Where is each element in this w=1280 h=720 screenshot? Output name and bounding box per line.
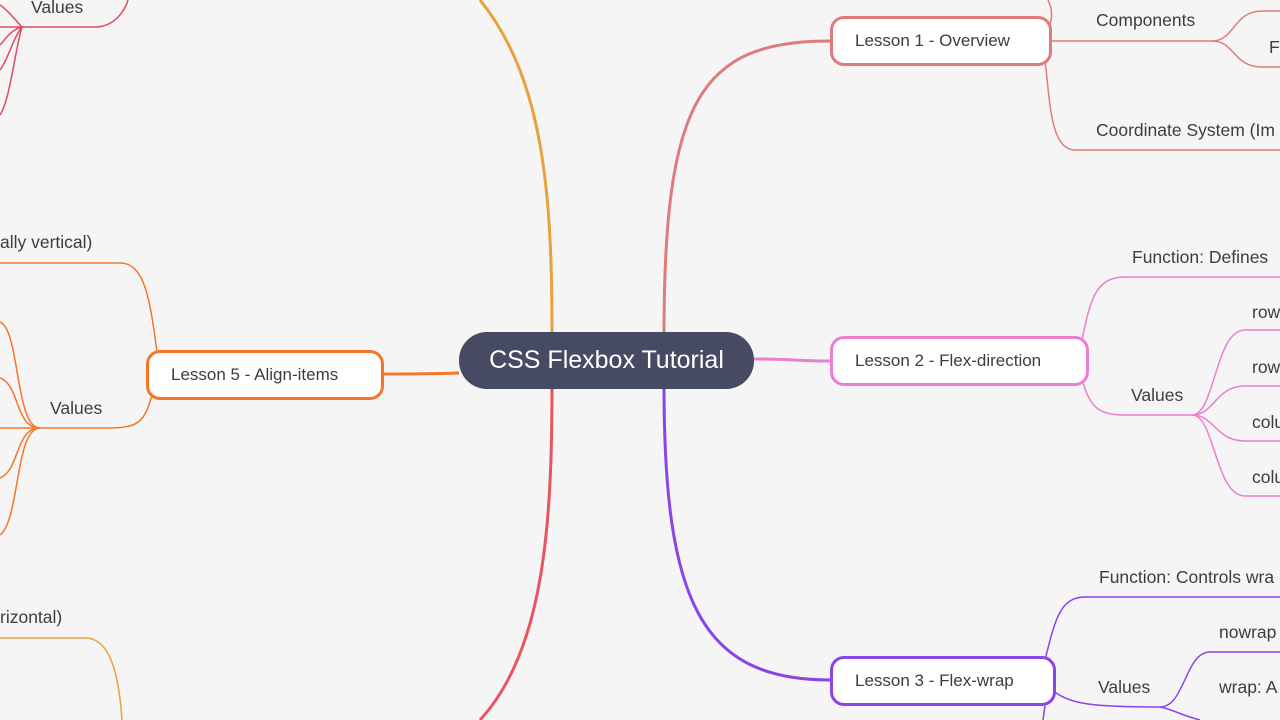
branch-line-lesson2 [753,357,831,363]
branch-line-lesson5 [382,371,460,376]
lesson3-value-1[interactable]: nowrap [1219,622,1277,642]
lesson3-value-2[interactable]: wrap: A [1219,677,1278,697]
lesson2-value-4[interactable]: colu [1252,467,1280,487]
lesson2-value-3[interactable]: colu [1252,412,1280,432]
bottom-left-axis[interactable]: rizontal) [0,607,63,627]
branch-line-bottom [478,384,554,720]
lesson2-values[interactable]: Values [1131,385,1184,405]
lesson1-coordinate-system[interactable]: Coordinate System (Im [1096,120,1275,140]
lesson5-values[interactable]: Values [50,398,103,418]
lesson1-component-child[interactable]: F [1269,37,1280,57]
root-topic[interactable]: CSS Flexbox Tutorial [459,332,754,389]
lesson-3-node[interactable]: Lesson 3 - Flex-wrap [830,656,1056,706]
branch-line-top [478,0,554,336]
lesson-2-node[interactable]: Lesson 2 - Flex-direction [830,336,1089,386]
lesson2-value-2[interactable]: row [1252,357,1280,377]
branch-line-lesson3 [662,384,831,682]
lesson5-axis[interactable]: ally vertical) [0,232,93,252]
lesson3-values[interactable]: Values [1098,677,1151,697]
top-left-values[interactable]: Values [31,0,84,17]
lesson-1-node[interactable]: Lesson 1 - Overview [830,16,1052,66]
lesson3-function[interactable]: Function: Controls wra [1099,567,1275,587]
lesson1-components[interactable]: Components [1096,10,1196,30]
lesson-5-node[interactable]: Lesson 5 - Align-items [146,350,384,400]
lesson2-value-1[interactable]: row [1252,302,1280,322]
branch-line-lesson1 [662,39,831,336]
lesson2-function[interactable]: Function: Defines [1132,247,1269,267]
